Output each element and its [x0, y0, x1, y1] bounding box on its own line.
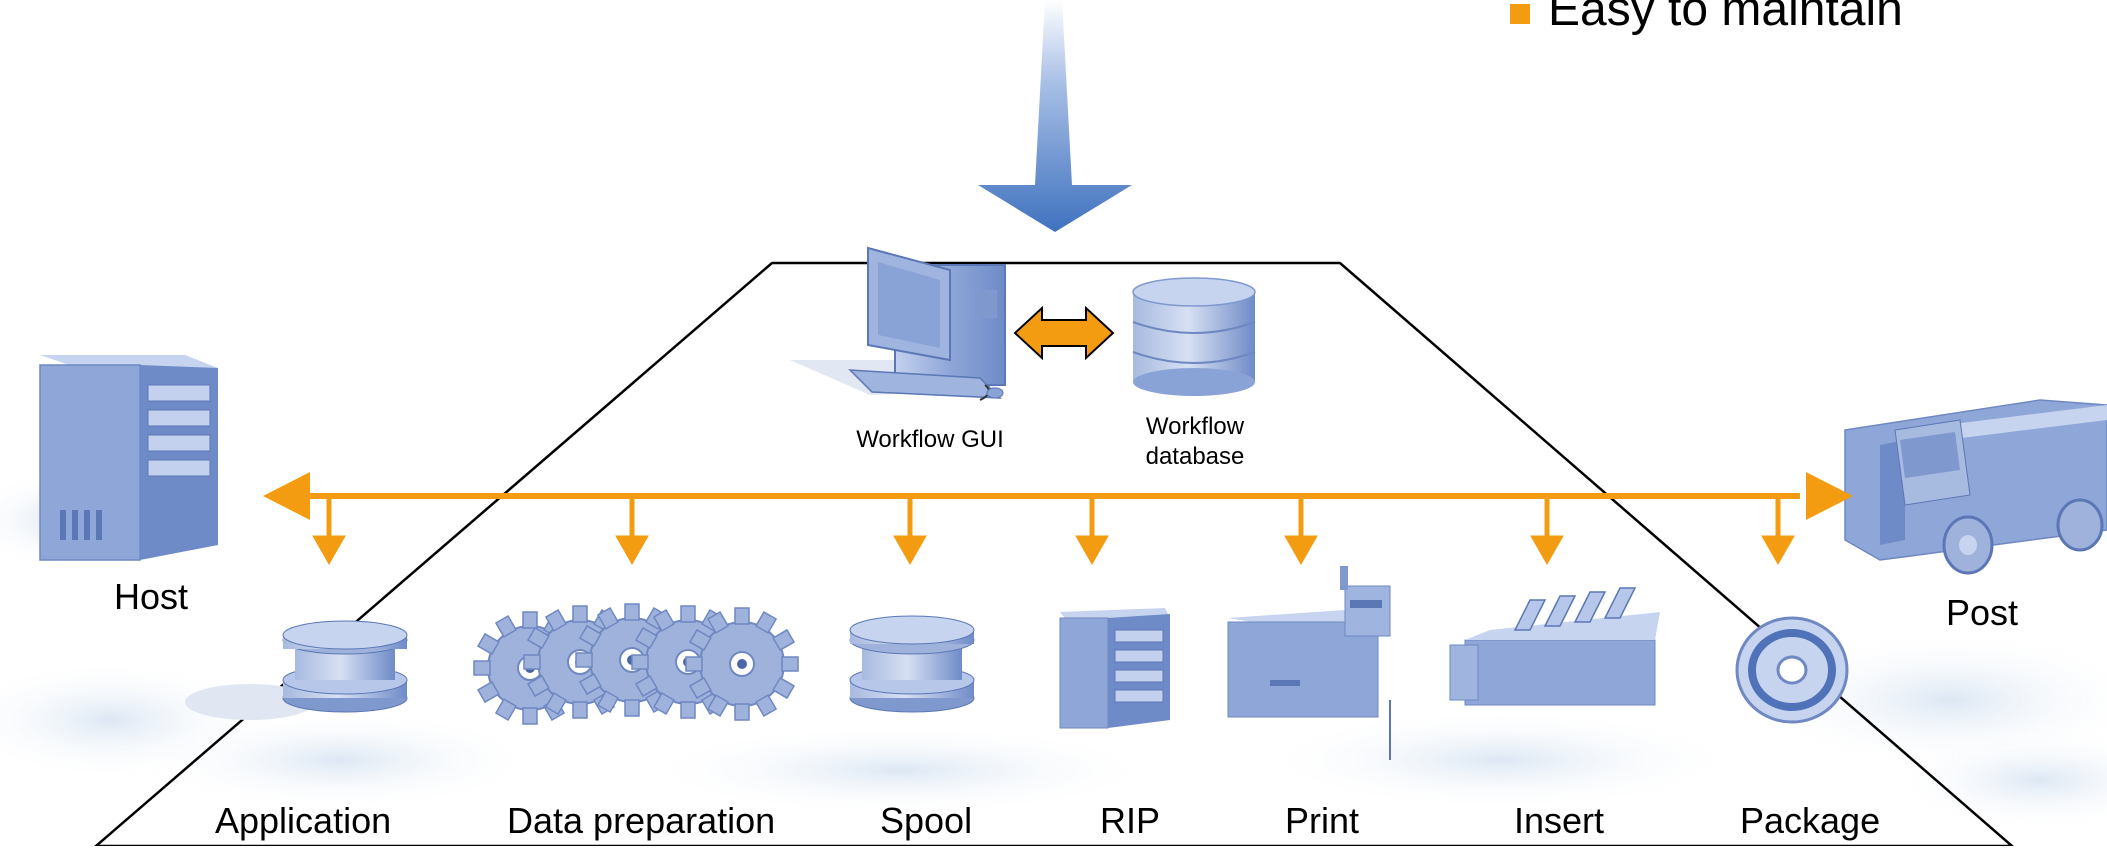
drop-arrows: [312, 496, 1795, 566]
drop-arrow-icon: [1075, 496, 1109, 566]
application-label: Application: [215, 800, 392, 841]
host-server-icon: [39, 355, 218, 561]
bullet-text: Easy to maintain: [1548, 0, 1903, 36]
drop-arrow-icon: [893, 496, 927, 566]
drop-arrow-icon: [1284, 496, 1318, 566]
data-preparation-label: Data preparation: [507, 800, 776, 841]
drop-arrow-icon: [615, 496, 649, 566]
package-disc-icon: [1735, 616, 1849, 724]
spool-label: Spool: [880, 800, 973, 841]
data-preparation-gears-icon: [473, 603, 799, 725]
incoming-arrow-icon: [978, 0, 1132, 232]
rip-label: RIP: [1100, 800, 1161, 841]
drop-arrow-icon: [1530, 496, 1564, 566]
workflow-database-icon: [1132, 277, 1256, 396]
host-label: Host: [114, 576, 189, 617]
bullet-marker-icon: [1510, 3, 1530, 24]
post-label: Post: [1946, 592, 2019, 633]
workflow-database-label-line1: Workflow: [1145, 413, 1245, 440]
feature-bullet: Easy to maintain: [1510, 0, 1903, 37]
workflow-gui-computer-icon: [790, 246, 1006, 401]
print-label: Print: [1285, 800, 1360, 841]
drop-arrow-icon: [312, 496, 346, 566]
spool-reel-icon: [849, 615, 975, 713]
workflow-database-label-line2: database: [1145, 443, 1245, 470]
workflow-gui-label: Workflow GUI: [856, 426, 1004, 453]
rip-server-icon: [1059, 608, 1170, 729]
insert-machine-icon: [1449, 587, 1660, 706]
application-reel-icon: [185, 620, 408, 720]
gui-database-double-arrow-icon: [1013, 305, 1115, 361]
insert-label: Insert: [1514, 800, 1605, 841]
post-truck-icon: [1844, 399, 2107, 575]
process-bus: [263, 472, 1853, 520]
package-label: Package: [1740, 800, 1881, 841]
print-machine-icon: [1227, 566, 1392, 760]
drop-arrow-icon: [1761, 496, 1795, 566]
